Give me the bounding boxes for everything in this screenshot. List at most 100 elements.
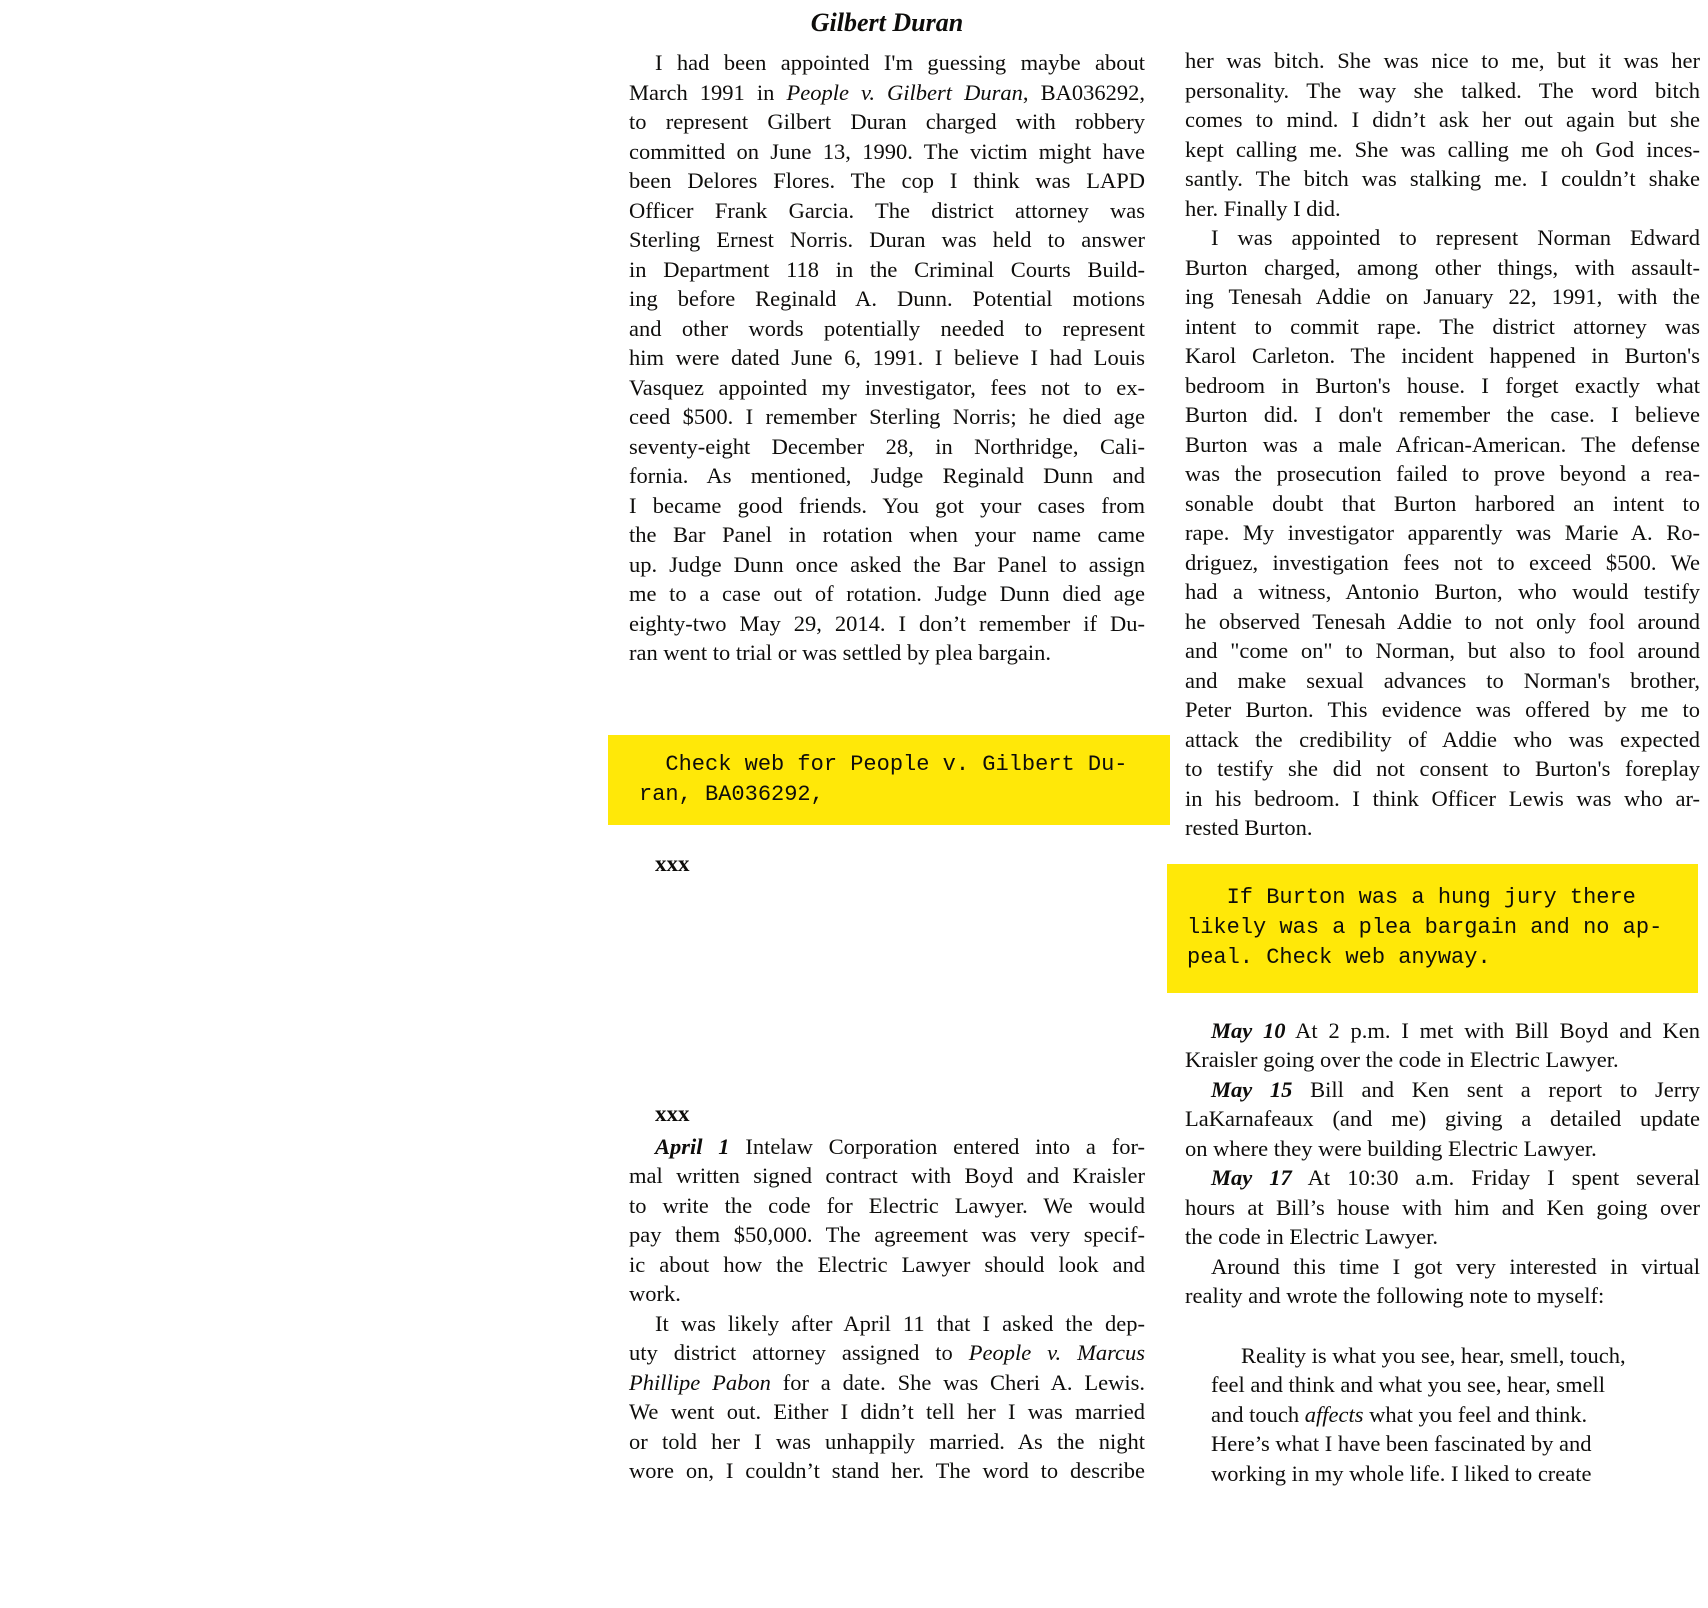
italic-text: affects: [1304, 1401, 1364, 1427]
italic-text: Phillipe Pabon: [629, 1369, 771, 1395]
text-line: was the prosecution failed to prove beyo…: [1185, 461, 1700, 486]
text-line: Officer Frank Garcia. The district attor…: [629, 197, 1145, 223]
text-line: May 15 Bill and Ken sent a report to Jer…: [1211, 1076, 1700, 1102]
text-line: work.: [629, 1281, 681, 1306]
text-line: driguez, investigation fees not to excee…: [1185, 549, 1700, 575]
text-line: rape. My investigator apparently was Mar…: [1185, 520, 1700, 545]
text-line: seventy-eight December 28, in Northridge…: [629, 433, 1145, 459]
italic-text: People v. Marcus: [968, 1340, 1145, 1365]
text-line: ran, BA036292,: [639, 781, 824, 807]
paragraph: I had been appointed I'm guessing maybe …: [629, 48, 1145, 668]
italic-text: People v. Gilbert Duran: [786, 79, 1023, 105]
text-line: Around this time I got very interested i…: [1211, 1253, 1700, 1279]
text-line: or told her I was unhappily married. As …: [629, 1428, 1145, 1454]
paragraph: her was bitch. She was nice to me, but i…: [1185, 46, 1700, 223]
text-line: her was bitch. She was nice to me, but i…: [1185, 48, 1700, 73]
text-line: reality and wrote the following note to …: [1185, 1283, 1605, 1308]
text-line: Here’s what I have been fascinated by an…: [1211, 1431, 1592, 1456]
text-line: rested Burton.: [1185, 815, 1313, 840]
text-line: I was appointed to represent Norman Edwa…: [1211, 225, 1700, 250]
paragraph: May 15 Bill and Ken sent a report to Jer…: [1185, 1075, 1700, 1164]
text-line: had a witness, Antonio Burton, who would…: [1185, 579, 1700, 604]
text-line: Burton was a male African-American. The …: [1185, 431, 1700, 457]
paragraph: May 17 At 10:30 a.m. Friday I spent seve…: [1185, 1163, 1700, 1252]
text-line: sonable doubt that Burton harbored an in…: [1185, 490, 1700, 516]
text-line: and make sexual advances to Norman's bro…: [1185, 667, 1700, 693]
paragraph: Around this time I got very interested i…: [1185, 1252, 1700, 1311]
text-line: and other words potentially needed to re…: [629, 315, 1145, 341]
text-line: committed on June 13, 1990. The victim m…: [629, 138, 1145, 164]
text-line: Check web for People v. Gilbert Du-: [639, 751, 1128, 777]
text-line: on where they were building Electric Law…: [1185, 1135, 1597, 1161]
text-line: May 10 At 2 p.m. I met with Bill Boyd an…: [1211, 1017, 1700, 1043]
text-line: mal written signed contract with Boyd an…: [629, 1163, 1145, 1188]
text-line: feel and think and what you see, hear, s…: [1211, 1372, 1605, 1397]
text-line: ceed $500. I remember Sterling Norris; h…: [629, 404, 1145, 429]
text-line: intent to commit rape. The district atto…: [1185, 313, 1700, 339]
text-line: her. Finally I did.: [1185, 195, 1341, 221]
text-line: If Burton was a hung jury there: [1187, 884, 1636, 910]
text-line: April 1 Intelaw Corporation entered into…: [655, 1133, 1145, 1159]
text-line: Sterling Ernest Norris. Duran was held t…: [629, 227, 1145, 252]
text-line: ing Tenesah Addie on January 22, 1991, w…: [1185, 284, 1700, 309]
text-line: ing before Reginald A. Dunn. Potential m…: [629, 286, 1145, 311]
highlighted-note: Check web for People v. Gilbert Du-ran, …: [608, 734, 1170, 825]
text-line: wore on, I couldn’t stand her. The word …: [629, 1458, 1145, 1483]
text-column-left: Gilbert Duran I had been appointed I'm gu…: [608, 0, 1170, 1486]
block-quote: Reality is what you see, hear, smell, to…: [1185, 1341, 1700, 1489]
text-line: bedroom in Burton's house. I forget exac…: [1185, 372, 1700, 398]
text-line: the Bar Panel in rotation when your name…: [629, 522, 1145, 547]
text-line: fornia. As mentioned, Judge Reginald Dun…: [629, 463, 1145, 488]
text-line: March 1991 in People v. Gilbert Duran, B…: [629, 79, 1145, 105]
chapter-heading: Gilbert Duran: [810, 8, 964, 37]
date-runin: May 15: [1211, 1076, 1293, 1102]
text-line: the code in Electric Lawyer.: [1185, 1224, 1439, 1249]
text-line: Vasquez appointed my investigator, fees …: [629, 374, 1145, 400]
text-line: I had been appointed I'm guessing maybe …: [655, 50, 1145, 75]
text-line: It was likely after April 11 that I aske…: [655, 1310, 1145, 1336]
date-runin: May 17: [1211, 1165, 1292, 1190]
date-runin: April 1: [655, 1133, 730, 1159]
text-line: peal. Check web anyway.: [1187, 944, 1491, 970]
text-line: him were dated June 6, 1991. I believe I…: [629, 345, 1145, 370]
text-line: santly. The bitch was stalking me. I cou…: [1185, 166, 1700, 191]
text-line: he observed Tenesah Addie to not only fo…: [1185, 608, 1700, 634]
text-line: Peter Burton. This evidence was offered …: [1185, 697, 1700, 722]
text-line: to write the code for Electric Lawyer. W…: [629, 1192, 1145, 1218]
paragraph: I was appointed to represent Norman Edwa…: [1185, 223, 1700, 843]
text-line: uty district attorney assigned to People…: [629, 1340, 1145, 1365]
section-break-marker: xxx: [655, 1100, 690, 1126]
paragraph: April 1 Intelaw Corporation entered into…: [629, 1132, 1145, 1309]
text-line: up. Judge Dunn once asked the Bar Panel …: [629, 551, 1145, 577]
text-line: I became good friends. You got your case…: [629, 492, 1145, 518]
text-line: Burton did. I don't remember the case. I…: [1185, 402, 1700, 427]
text-line: hours at Bill’s house with him and Ken g…: [1185, 1194, 1700, 1220]
text-line: personality. The way she talked. The wor…: [1185, 77, 1700, 103]
paragraph: May 10 At 2 p.m. I met with Bill Boyd an…: [1185, 1016, 1700, 1075]
text-line: kept calling me. She was calling me oh G…: [1185, 136, 1700, 162]
text-line: attack the credibility of Addie who was …: [1185, 726, 1700, 752]
paragraph: It was likely after April 11 that I aske…: [629, 1309, 1145, 1486]
text-line: in his bedroom. I think Officer Lewis wa…: [1185, 785, 1700, 811]
text-line: Kraisler going over the code in Electric…: [1185, 1047, 1619, 1072]
text-line: Phillipe Pabon for a date. She was Cheri…: [629, 1369, 1145, 1395]
date-runin: May 10: [1211, 1017, 1286, 1043]
text-column-right: her was bitch. She was nice to me, but i…: [1167, 0, 1700, 1489]
text-line: Karol Carleton. The incident happened in…: [1185, 343, 1700, 368]
text-line: ic about how the Electric Lawyer should …: [629, 1251, 1145, 1277]
text-line: ran went to trial or was settled by plea…: [629, 640, 1051, 665]
text-line: and "come on" to Norman, but also to foo…: [1185, 638, 1700, 663]
text-line: comes to mind. I didn’t ask her out agai…: [1185, 107, 1700, 132]
text-line: to represent Gilbert Duran charged with …: [629, 109, 1145, 134]
text-line: in Department 118 in the Criminal Courts…: [629, 256, 1145, 282]
text-line: May 17 At 10:30 a.m. Friday I spent seve…: [1211, 1165, 1700, 1190]
text-line: me to a case out of rotation. Judge Dunn…: [629, 581, 1145, 606]
text-line: working in my whole life. I liked to cre…: [1211, 1460, 1592, 1486]
text-line: to testify she did not consent to Burton…: [1185, 756, 1700, 781]
text-line: and touch affects what you feel and thin…: [1211, 1401, 1588, 1427]
text-line: pay them $50,000. The agreement was very…: [629, 1222, 1145, 1247]
text-line: LaKarnafeaux (and me) giving a detailed …: [1185, 1106, 1700, 1131]
section-break-marker: xxx: [655, 850, 690, 876]
